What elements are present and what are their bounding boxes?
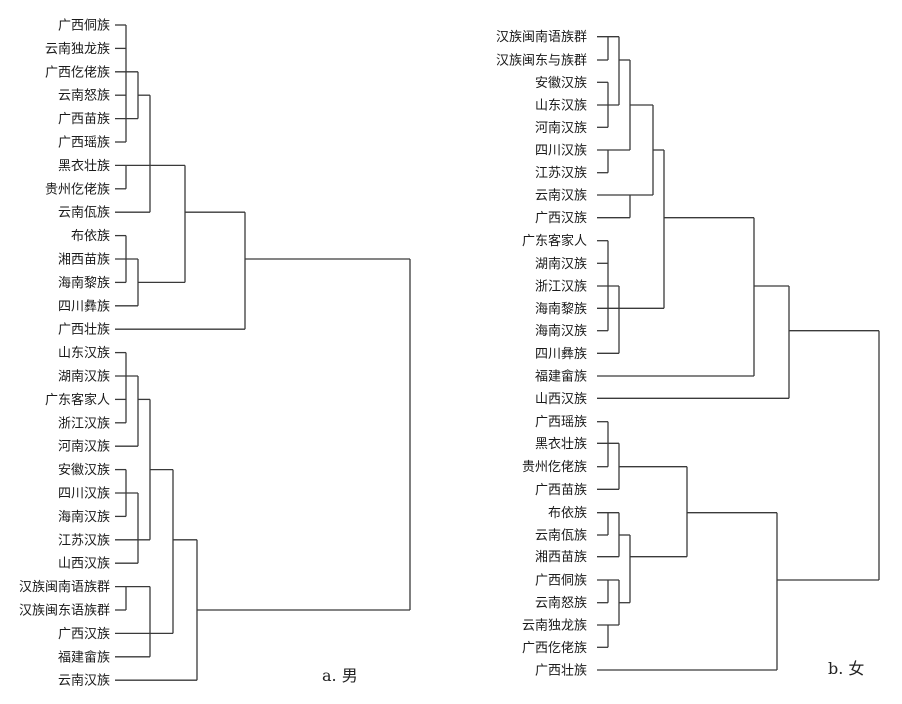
leaf-label: 广西壮族: [58, 322, 110, 338]
leaf-label: 黑衣壮族: [58, 158, 110, 174]
caption-female: b. 女: [828, 659, 864, 678]
leaf-label: 四川汉族: [535, 143, 587, 159]
leaf-label: 江苏汉族: [58, 532, 110, 548]
leaf-label: 广西侗族: [58, 18, 110, 34]
dendrogram-female: 汉族闽南语族群汉族闽东与族群安徽汉族山东汉族河南汉族四川汉族江苏汉族云南汉族广西…: [496, 29, 880, 679]
leaf-label: 黑衣壮族: [535, 436, 587, 452]
leaf-label: 河南汉族: [535, 120, 587, 136]
leaf-label: 湖南汉族: [535, 256, 587, 272]
leaf-label: 福建畲族: [58, 649, 110, 665]
leaf-label: 山东汉族: [58, 345, 110, 361]
leaf-label: 海南黎族: [535, 301, 587, 317]
leaf-label: 云南佤族: [58, 205, 110, 221]
leaf-label: 山东汉族: [535, 98, 587, 114]
leaf-label: 广西汉族: [58, 626, 110, 642]
leaf-label: 海南黎族: [58, 275, 110, 291]
leaf-label: 云南怒族: [535, 595, 587, 611]
leaf-label: 广西壮族: [535, 663, 587, 679]
leaf-label: 山西汉族: [535, 391, 587, 407]
leaf-label: 云南独龙族: [522, 618, 587, 634]
leaf-label: 广西苗族: [535, 482, 587, 498]
leaf-label: 福建畲族: [535, 369, 587, 385]
leaf-label: 四川彝族: [58, 298, 110, 314]
leaf-label: 布依族: [71, 228, 110, 244]
leaf-label: 湖南汉族: [58, 369, 110, 385]
leaf-label: 浙江汉族: [535, 279, 587, 295]
leaf-label: 云南怒族: [58, 88, 110, 104]
leaf-label: 四川彝族: [535, 346, 587, 362]
leaf-label: 云南汉族: [535, 188, 587, 204]
leaf-label: 湘西苗族: [58, 252, 110, 268]
caption-male: a. 男: [322, 666, 358, 685]
leaf-label: 汉族闽东与族群: [496, 53, 587, 69]
leaf-label: 汉族闽南语族群: [496, 29, 587, 45]
leaf-label: 广西瑶族: [535, 414, 587, 430]
leaf-label: 海南汉族: [58, 509, 110, 525]
dendrogram-male: 广西侗族云南独龙族广西仡佬族云南怒族广西苗族广西瑶族黑衣壮族贵州仡佬族云南佤族布…: [19, 18, 411, 689]
leaf-label: 浙江汉族: [58, 415, 110, 431]
leaf-label: 安徽汉族: [535, 75, 587, 91]
leaf-label: 山西汉族: [58, 556, 110, 572]
leaf-label: 广西仡佬族: [522, 640, 587, 656]
leaf-label: 广东客家人: [45, 392, 110, 408]
leaf-label: 汉族闽南语族群: [19, 579, 110, 595]
leaf-label: 广西瑶族: [58, 135, 110, 151]
leaf-label: 广西仡佬族: [45, 64, 110, 80]
leaf-label: 四川汉族: [58, 486, 110, 502]
leaf-label: 广西侗族: [535, 573, 587, 589]
leaf-label: 江苏汉族: [535, 165, 587, 181]
leaf-label: 贵州仡佬族: [522, 459, 587, 475]
leaf-label: 广东客家人: [522, 233, 587, 249]
leaf-label: 河南汉族: [58, 439, 110, 455]
leaf-label: 云南佤族: [535, 528, 587, 544]
leaf-label: 广西苗族: [58, 111, 110, 127]
leaf-label: 安徽汉族: [58, 462, 110, 478]
leaf-label: 广西汉族: [535, 210, 587, 226]
leaf-label: 云南汉族: [58, 673, 110, 689]
leaf-label: 海南汉族: [535, 323, 587, 339]
leaf-label: 云南独龙族: [45, 41, 110, 57]
leaf-label: 布依族: [548, 505, 587, 521]
leaf-label: 汉族闽东语族群: [19, 603, 110, 619]
leaf-label: 湘西苗族: [535, 549, 587, 565]
leaf-label: 贵州仡佬族: [45, 181, 110, 197]
